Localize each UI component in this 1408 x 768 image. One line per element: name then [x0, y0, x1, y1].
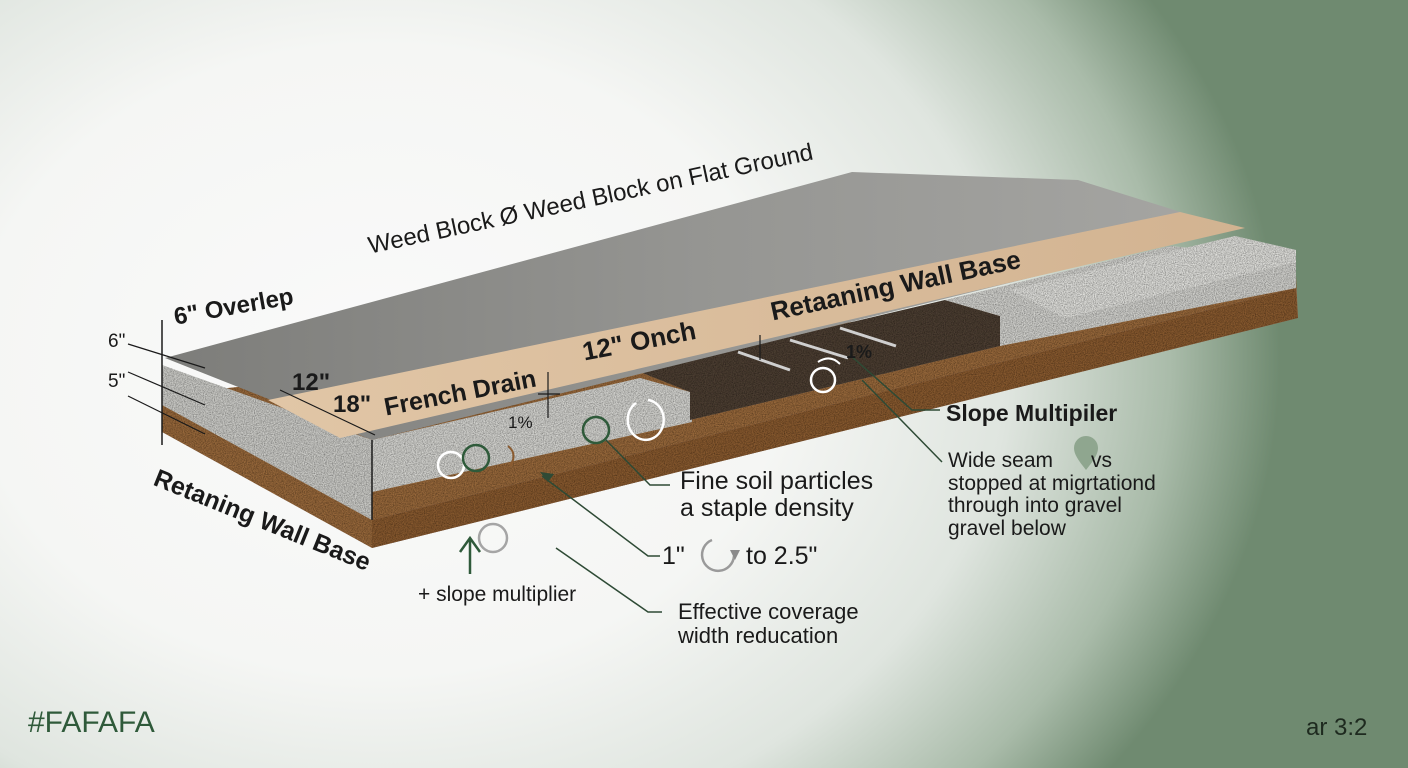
effective-line-2: width reducation — [678, 622, 839, 648]
effective-coverage-note: Effective coverage width reducation — [678, 600, 859, 648]
spin-circle-7 — [817, 357, 841, 365]
map-pin-icon — [1074, 436, 1098, 470]
aspect-ratio-label: ar 3:2 — [1306, 714, 1368, 741]
pipe-arc-3 — [507, 445, 515, 467]
dim-line-5 — [127, 371, 206, 406]
range-cycle-arrow-icon — [730, 550, 740, 560]
slope-multiplier-title: Slope Multipiler — [946, 400, 1118, 426]
leader-arrowhead-fine — [540, 472, 554, 482]
dim-label-12: 12" — [292, 369, 331, 396]
wide-seam-line-2: stopped at migrtationd — [948, 471, 1156, 495]
wide-seam-line-1: Wide seam — [948, 449, 1054, 472]
dim-label-18: 18" — [333, 391, 372, 418]
gravel-block — [372, 378, 692, 492]
hex-color-label: #FAFAFA — [28, 706, 155, 739]
channel-seam-1 — [737, 350, 791, 372]
wide-seam-note: Wide seam vs stopped at migrtationd throu… — [948, 449, 1156, 541]
slope-circle-icon — [477, 522, 509, 554]
wide-seam-line-1b: vs — [1091, 449, 1113, 472]
range-from-label: 1" — [662, 542, 685, 570]
spin-circle-5 — [626, 398, 665, 442]
soil-front-face — [372, 288, 1298, 548]
pipe-circle-6 — [809, 366, 837, 394]
gravel-layer-left — [162, 365, 372, 520]
fine-soil-note: Fine soil particles a staple density — [680, 468, 873, 522]
range-cycle-icon — [700, 538, 736, 573]
leader-wide-seam — [861, 379, 943, 463]
gravel-layer-right-top — [1010, 236, 1296, 318]
wide-seam-line-4: gravel below — [948, 517, 1066, 541]
dim-label-6: 6" — [108, 331, 126, 352]
channel-seam-3 — [839, 326, 897, 348]
percent-left-label: 1% — [508, 413, 533, 432]
tan-fabric-overlay — [268, 212, 1245, 438]
fine-soil-line-1: Fine soil particles — [680, 467, 874, 495]
range-to-label: to 2.5" — [746, 542, 818, 570]
dim-line-5b — [127, 395, 206, 435]
leader-effective — [555, 547, 662, 613]
leader-slope-multiplier — [849, 354, 940, 411]
leader-range — [541, 475, 660, 557]
channel-seam-2 — [789, 338, 849, 360]
pipe-circle-4 — [581, 415, 611, 445]
dim-line-12 — [279, 389, 376, 436]
slope-multiplier-note: + slope multiplier — [418, 583, 577, 606]
percent-right-label: 1% — [846, 342, 873, 362]
wide-seam-line-3: through into gravel — [948, 494, 1122, 518]
up-arrow-icon — [458, 535, 482, 574]
leader-fine-soil — [605, 439, 670, 486]
pipe-circle-2 — [461, 443, 491, 473]
effective-line-1: Effective coverage — [678, 599, 859, 624]
dim-label-5: 5" — [108, 371, 126, 392]
dim-line-6 — [127, 343, 206, 369]
fine-soil-line-2: a staple density — [680, 494, 854, 522]
